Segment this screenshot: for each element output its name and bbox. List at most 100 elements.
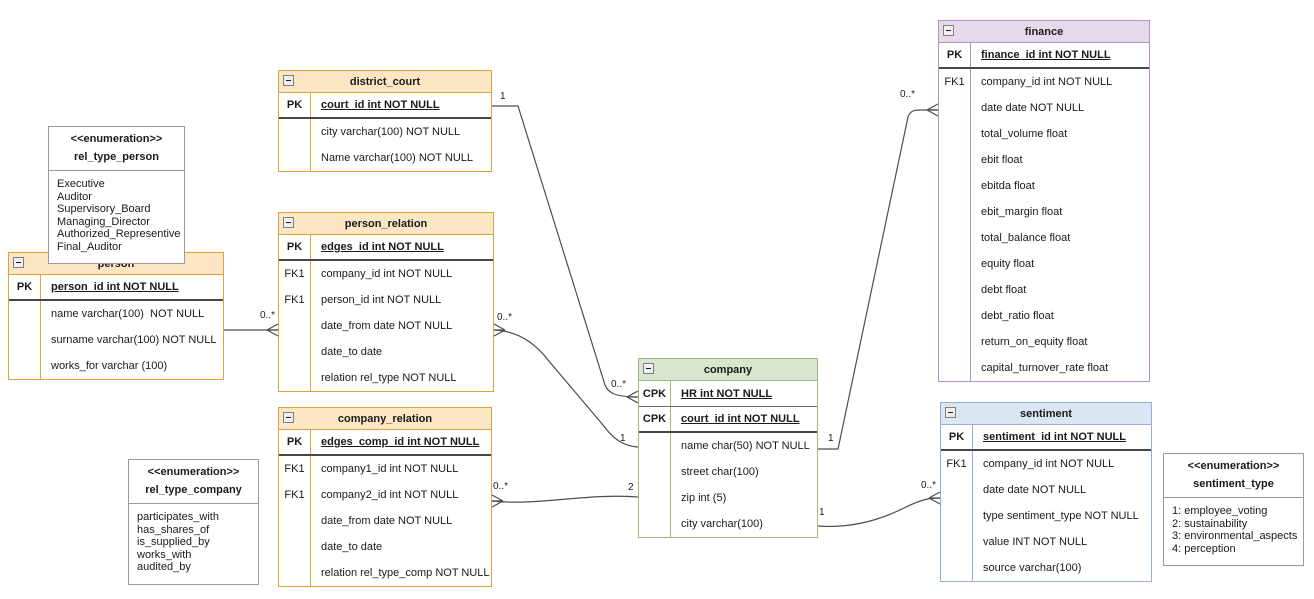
field-text: date_from date NOT NULL: [321, 320, 453, 332]
collapse-icon[interactable]: [945, 407, 956, 418]
enum-item: Final_Auditor: [57, 240, 122, 253]
field-text: works_for varchar (100): [51, 360, 168, 372]
field-text: edges_comp_id int NOT NULL: [321, 436, 480, 448]
table-title: district_court: [349, 75, 421, 88]
key-tag: PK: [279, 235, 311, 259]
table-row: date_to date: [279, 339, 493, 365]
enum-header: <<enumeration>>sentiment_type: [1164, 454, 1303, 498]
collapse-icon[interactable]: [283, 217, 294, 228]
table-row: source varchar(100): [941, 555, 1151, 581]
key-tag: FK1: [279, 287, 311, 313]
collapse-icon[interactable]: [943, 25, 954, 36]
enum-item: 2: sustainability: [1172, 517, 1248, 530]
enum-header: <<enumeration>>rel_type_company: [129, 460, 258, 504]
field-text: date date NOT NULL: [981, 102, 1085, 114]
field-text: ebit float: [981, 154, 1023, 166]
table-row: ebit_margin float: [939, 199, 1149, 225]
table-row: relation rel_type NOT NULL: [279, 365, 493, 391]
field-text: value INT NOT NULL: [983, 536, 1088, 548]
cardinality-label: 0..*: [260, 310, 275, 321]
key-tag: [9, 353, 41, 379]
table-header: company_relation: [279, 408, 491, 430]
field-text: company_id int NOT NULL: [983, 458, 1115, 470]
field-text: name varchar(100) NOT NULL: [51, 308, 205, 320]
enum-item: 4: perception: [1172, 542, 1236, 555]
key-tag: FK1: [939, 69, 971, 95]
cardinality-label: 0..*: [921, 480, 936, 491]
key-tag: [639, 511, 671, 537]
enum-item: Auditor: [57, 190, 92, 203]
field-text: street char(100): [681, 466, 759, 478]
field-text: company2_id int NOT NULL: [321, 489, 459, 501]
enum-item: works_with: [137, 548, 192, 561]
table-row: total_balance float: [939, 225, 1149, 251]
field-text: equity float: [981, 258, 1035, 270]
key-tag: [279, 119, 311, 145]
field-text: relation rel_type_comp NOT NULL: [321, 567, 490, 579]
collapse-icon[interactable]: [13, 257, 24, 268]
field-text: surname varchar(100) NOT NULL: [51, 334, 217, 346]
key-tag: [279, 365, 311, 391]
key-tag: FK1: [279, 482, 311, 508]
collapse-icon[interactable]: [283, 412, 294, 423]
table-row: date date NOT NULL: [941, 477, 1151, 503]
collapse-icon[interactable]: [283, 75, 294, 86]
field-text: return_on_equity float: [981, 336, 1088, 348]
field-text: date date NOT NULL: [983, 484, 1087, 496]
table-row: FK1 company_id int NOT NULL: [939, 69, 1149, 95]
collapse-icon[interactable]: [643, 363, 654, 374]
relationship-line-district_court-company: [492, 105, 639, 398]
enum-title: rel_type_person: [74, 151, 159, 163]
field-text: HR int NOT NULL: [681, 387, 773, 400]
minus-glyph: [948, 412, 953, 413]
key-tag: [939, 355, 971, 381]
table-row: date_to date: [279, 534, 491, 560]
field-text: court_id int NOT NULL: [321, 99, 440, 111]
table-row: relation rel_type_comp NOT NULL: [279, 560, 491, 586]
key-tag: CPK: [639, 381, 671, 406]
key-tag: [939, 303, 971, 329]
key-tag: [279, 508, 311, 534]
field-text: city varchar(100) NOT NULL: [321, 126, 461, 138]
field-text: company_id int NOT NULL: [981, 76, 1113, 88]
enum-header: <<enumeration>>rel_type_person: [49, 127, 184, 171]
key-tag: [941, 477, 973, 503]
crowfoot-marker: [493, 323, 506, 337]
key-tag: [279, 145, 311, 171]
field-text: company_id int NOT NULL: [321, 268, 453, 280]
field-text: ebitda float: [981, 180, 1035, 192]
key-tag: [279, 534, 311, 560]
key-tag: PK: [941, 425, 973, 449]
key-tag: FK1: [279, 456, 311, 482]
enum-item: Supervisory_Board: [57, 203, 151, 215]
minus-glyph: [946, 30, 951, 31]
table-title: company: [703, 363, 753, 376]
field-text: court_id int NOT NULL: [681, 413, 800, 425]
enum-item: Authorized_Representive: [57, 228, 181, 240]
relationship-line-company-finance: [818, 109, 938, 450]
table-row: date date NOT NULL: [939, 95, 1149, 121]
enum-item: audited_by: [137, 561, 191, 573]
table-header: company: [639, 359, 817, 381]
table-row: capital_turnover_rate float: [939, 355, 1149, 381]
table-row: Name varchar(100) NOT NULL: [279, 145, 491, 171]
table-row: CPK HR int NOT NULL: [639, 381, 817, 407]
key-tag: [939, 225, 971, 251]
key-tag: [939, 95, 971, 121]
